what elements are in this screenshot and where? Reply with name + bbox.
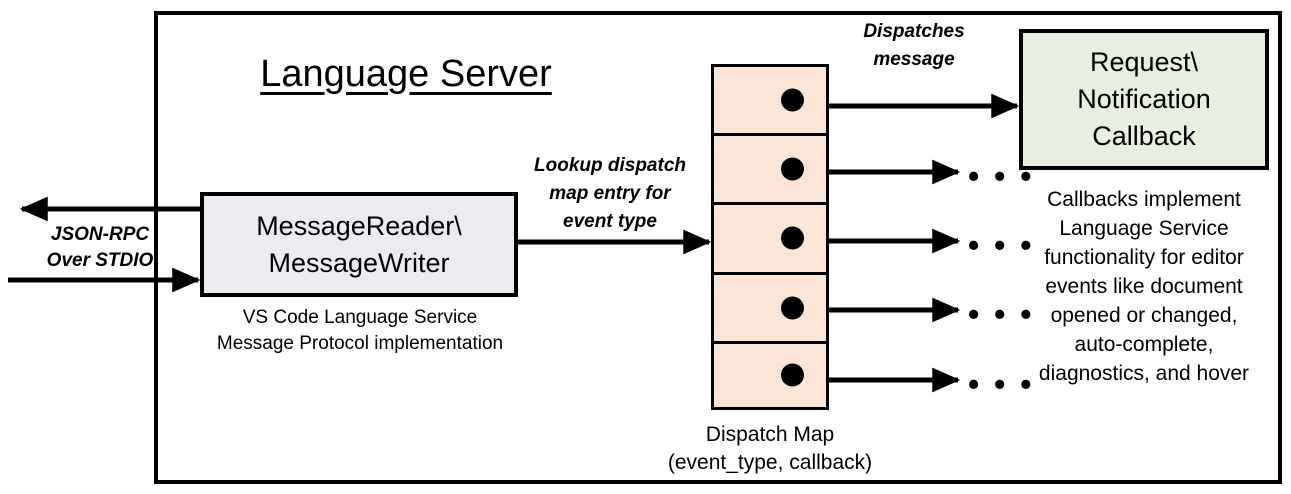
dispatch-target-ellipsis: • • • bbox=[968, 296, 1035, 332]
dispatch-entry-dot-icon bbox=[781, 226, 804, 250]
dispatch-entry-dot-icon bbox=[781, 88, 804, 112]
request-notification-callback-box[interactable]: Request\ Notification Callback bbox=[1019, 29, 1269, 170]
callback-description-caption: Callbacks implement Language Service fun… bbox=[1038, 188, 1250, 385]
dispatch-target-ellipsis: • • • bbox=[968, 227, 1035, 263]
json-rpc-transport-label: JSON-RPC Over STDIO bbox=[46, 224, 154, 271]
dispatch-map-row[interactable] bbox=[711, 133, 829, 203]
dispatch-map-row[interactable] bbox=[711, 271, 829, 341]
dispatch-map-row[interactable] bbox=[711, 340, 829, 410]
dispatches-message-label: Dispatches message bbox=[863, 21, 965, 70]
dispatch-entry-dot-icon bbox=[781, 296, 804, 320]
message-reader-writer-box[interactable]: MessageReader\ MessageWriter bbox=[200, 192, 518, 297]
request-notification-callback-label: Request\ Notification Callback bbox=[1077, 47, 1211, 151]
message-reader-writer-label: MessageReader\ MessageWriter bbox=[256, 210, 462, 278]
message-reader-writer-caption: VS Code Language Service Message Protoco… bbox=[216, 307, 504, 354]
dispatch-entry-dot-icon bbox=[781, 363, 804, 387]
dispatch-map-row[interactable] bbox=[711, 202, 829, 272]
dispatch-map-caption: Dispatch Map (event_type, callback) bbox=[667, 423, 873, 474]
page-title: Language Server bbox=[260, 53, 552, 95]
dispatch-map-table[interactable] bbox=[711, 64, 829, 410]
dispatch-target-ellipsis: • • • bbox=[968, 366, 1035, 402]
language-server-frame bbox=[154, 11, 1282, 484]
dispatch-map-row[interactable] bbox=[711, 64, 829, 134]
lookup-dispatch-label: Lookup dispatch map entry for event type bbox=[534, 155, 686, 232]
dispatch-entry-dot-icon bbox=[781, 157, 804, 181]
